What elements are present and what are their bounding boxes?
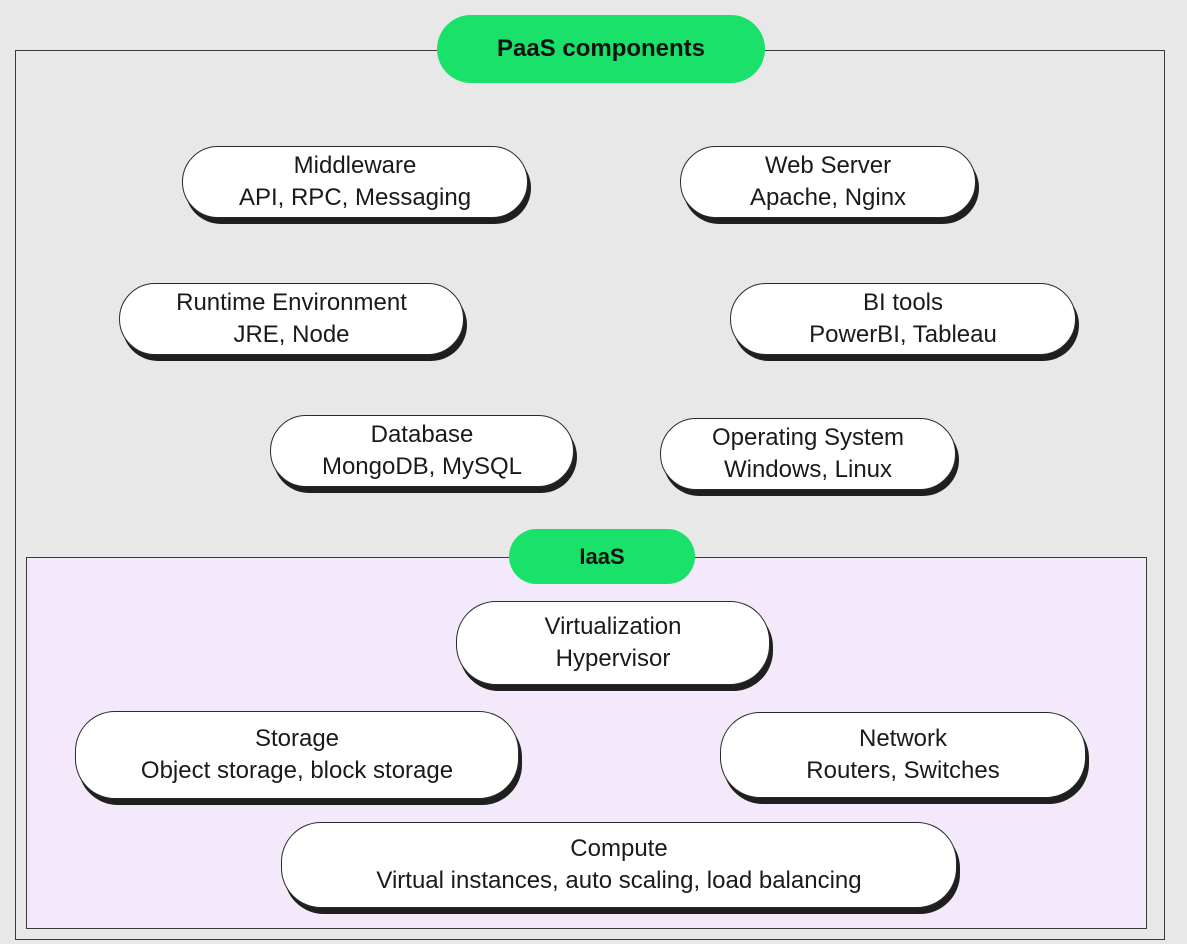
runtime-environment-node: Runtime Environment JRE, Node [119, 283, 464, 355]
node-examples: PowerBI, Tableau [809, 321, 997, 348]
compute-node: Compute Virtual instances, auto scaling,… [281, 822, 957, 908]
node-name: Storage [254, 725, 340, 752]
node-examples: Hypervisor [555, 645, 671, 672]
web-server-node: Web Server Apache, Nginx [680, 146, 976, 218]
node-name: Runtime Environment [176, 289, 407, 316]
node-examples: Apache, Nginx [749, 184, 907, 211]
iaas-title-badge: IaaS [509, 529, 695, 584]
storage-node: Storage Object storage, block storage [75, 711, 519, 799]
node-examples: JRE, Node [233, 321, 350, 348]
bi-tools-node: BI tools PowerBI, Tableau [730, 283, 1076, 355]
node-name: Network [858, 725, 948, 752]
node-examples: Object storage, block storage [140, 757, 454, 784]
node-name: Operating System [711, 424, 905, 451]
virtualization-node: Virtualization Hypervisor [456, 601, 770, 685]
node-examples: Virtual instances, auto scaling, load ba… [376, 867, 862, 894]
node-examples: Routers, Switches [806, 757, 1000, 784]
node-name: BI tools [862, 289, 944, 316]
node-examples: MongoDB, MySQL [321, 453, 523, 480]
node-name: Virtualization [544, 613, 682, 640]
database-node: Database MongoDB, MySQL [270, 415, 574, 487]
operating-system-node: Operating System Windows, Linux [660, 418, 956, 490]
node-name: Compute [570, 835, 668, 862]
node-name: Web Server [764, 152, 892, 179]
middleware-node: Middleware API, RPC, Messaging [182, 146, 528, 218]
node-name: Middleware [293, 152, 417, 179]
node-name: Database [370, 421, 474, 448]
node-examples: Windows, Linux [723, 456, 893, 483]
node-examples: API, RPC, Messaging [238, 184, 472, 211]
paas-title-badge: PaaS components [437, 15, 765, 83]
network-node: Network Routers, Switches [720, 712, 1086, 798]
